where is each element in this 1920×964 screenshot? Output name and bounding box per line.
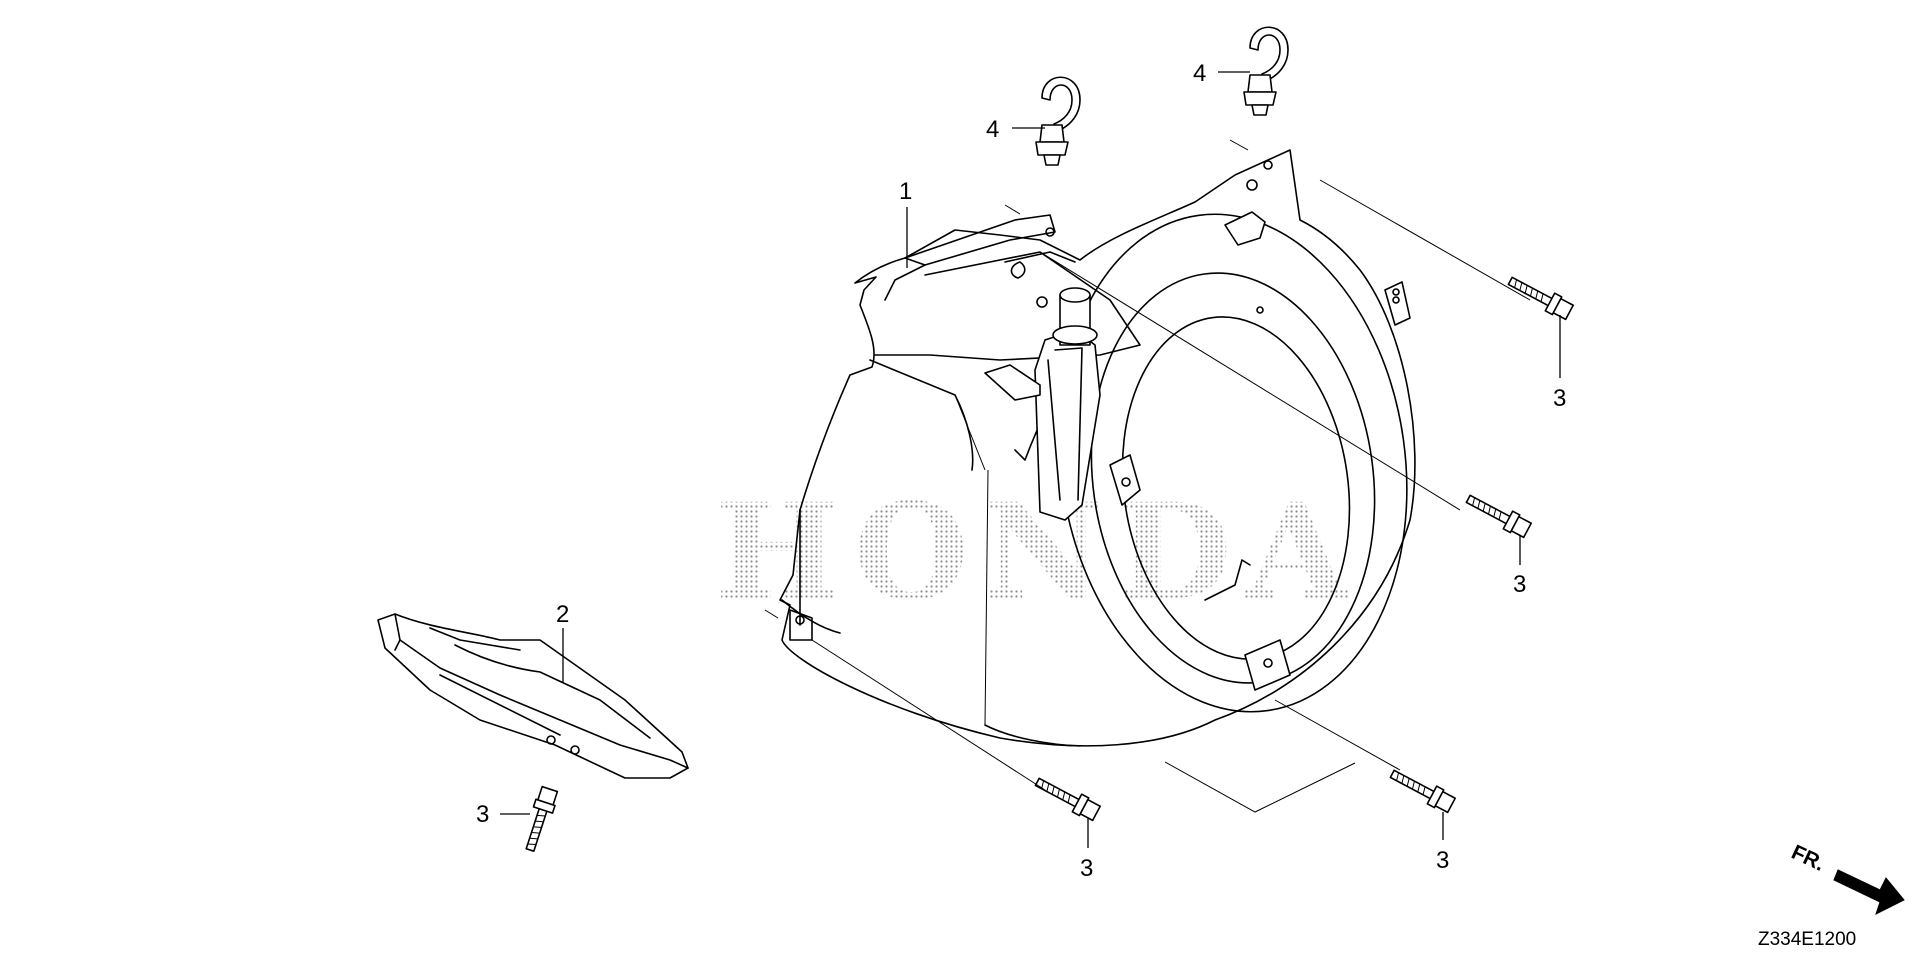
callout-bolt-bottom-right: 3 [1436, 847, 1449, 874]
callout-guide: 2 [556, 601, 569, 628]
direction-label: FR. [1788, 841, 1828, 876]
diagram-code: Z334E1200 [1758, 929, 1856, 950]
fan-shroud [779, 149, 1416, 747]
callout-clip-left: 4 [986, 116, 999, 143]
watermark: HONDA [715, 475, 1362, 630]
callout-shroud: 1 [899, 178, 912, 205]
callout-clip-right: 4 [1193, 60, 1206, 87]
bolt-mid-right [1465, 494, 1532, 539]
arrow-icon [1833, 869, 1905, 915]
front-direction-arrow: FR. [1788, 841, 1905, 915]
callout-bolt-mid-right: 3 [1513, 571, 1526, 598]
bolt-bottom-right [1389, 769, 1456, 814]
bolt-bottom-center [1034, 777, 1101, 822]
bolt-top-right [1507, 276, 1574, 321]
callout-bolt-bottom-center: 3 [1080, 855, 1093, 882]
clip-right [1243, 26, 1289, 116]
clip-left [1035, 76, 1081, 166]
callout-bolt-left: 3 [476, 801, 489, 828]
callout-bolt-top-right: 3 [1553, 385, 1566, 412]
bolt-left [525, 785, 559, 852]
air-guide [377, 613, 689, 779]
